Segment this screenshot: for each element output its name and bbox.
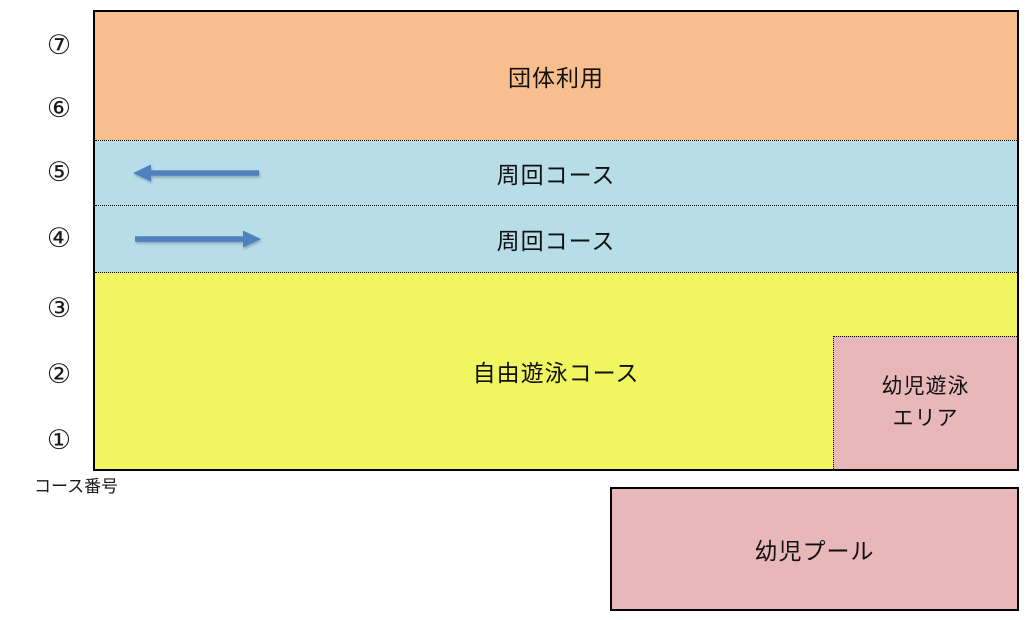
- lane-number-1: ①: [46, 425, 72, 455]
- section-lap-course-lane-5: 周回コース: [95, 140, 1017, 205]
- lane-number-6: ⑥: [46, 93, 72, 123]
- main-pool-outline: 団体利用 周回コース 周回コース 自由遊泳コース 幼児遊泳 エリア: [93, 10, 1019, 471]
- lane-number-4: ④: [46, 223, 72, 253]
- group-use-label: 団体利用: [508, 65, 604, 91]
- section-free-swim: 自由遊泳コース 幼児遊泳 エリア: [95, 272, 1017, 469]
- lane-axis-label: コース番号: [34, 477, 119, 496]
- arrow-right-icon: [135, 230, 261, 248]
- section-lap-course-lane-4: 周回コース: [95, 205, 1017, 272]
- lane-number-5: ⑤: [46, 157, 72, 187]
- toddler-swim-area: 幼児遊泳 エリア: [833, 336, 1017, 469]
- toddler-swim-area-label-line2: エリア: [892, 407, 959, 430]
- lane-number-3: ③: [46, 293, 72, 323]
- lane-number-2: ②: [46, 359, 72, 389]
- lap-course-lane-4-label: 周回コース: [496, 228, 616, 254]
- toddler-pool: 幼児プール: [610, 487, 1019, 611]
- arrow-left-icon: [133, 164, 259, 182]
- section-group-use: 団体利用: [95, 12, 1017, 140]
- lap-course-lane-5-label: 周回コース: [496, 162, 616, 188]
- toddler-swim-area-label-line1: 幼児遊泳: [881, 375, 970, 398]
- lane-number-7: ⑦: [46, 30, 72, 60]
- toddler-pool-label: 幼児プール: [754, 538, 875, 564]
- free-swim-label: 自由遊泳コース: [472, 360, 640, 386]
